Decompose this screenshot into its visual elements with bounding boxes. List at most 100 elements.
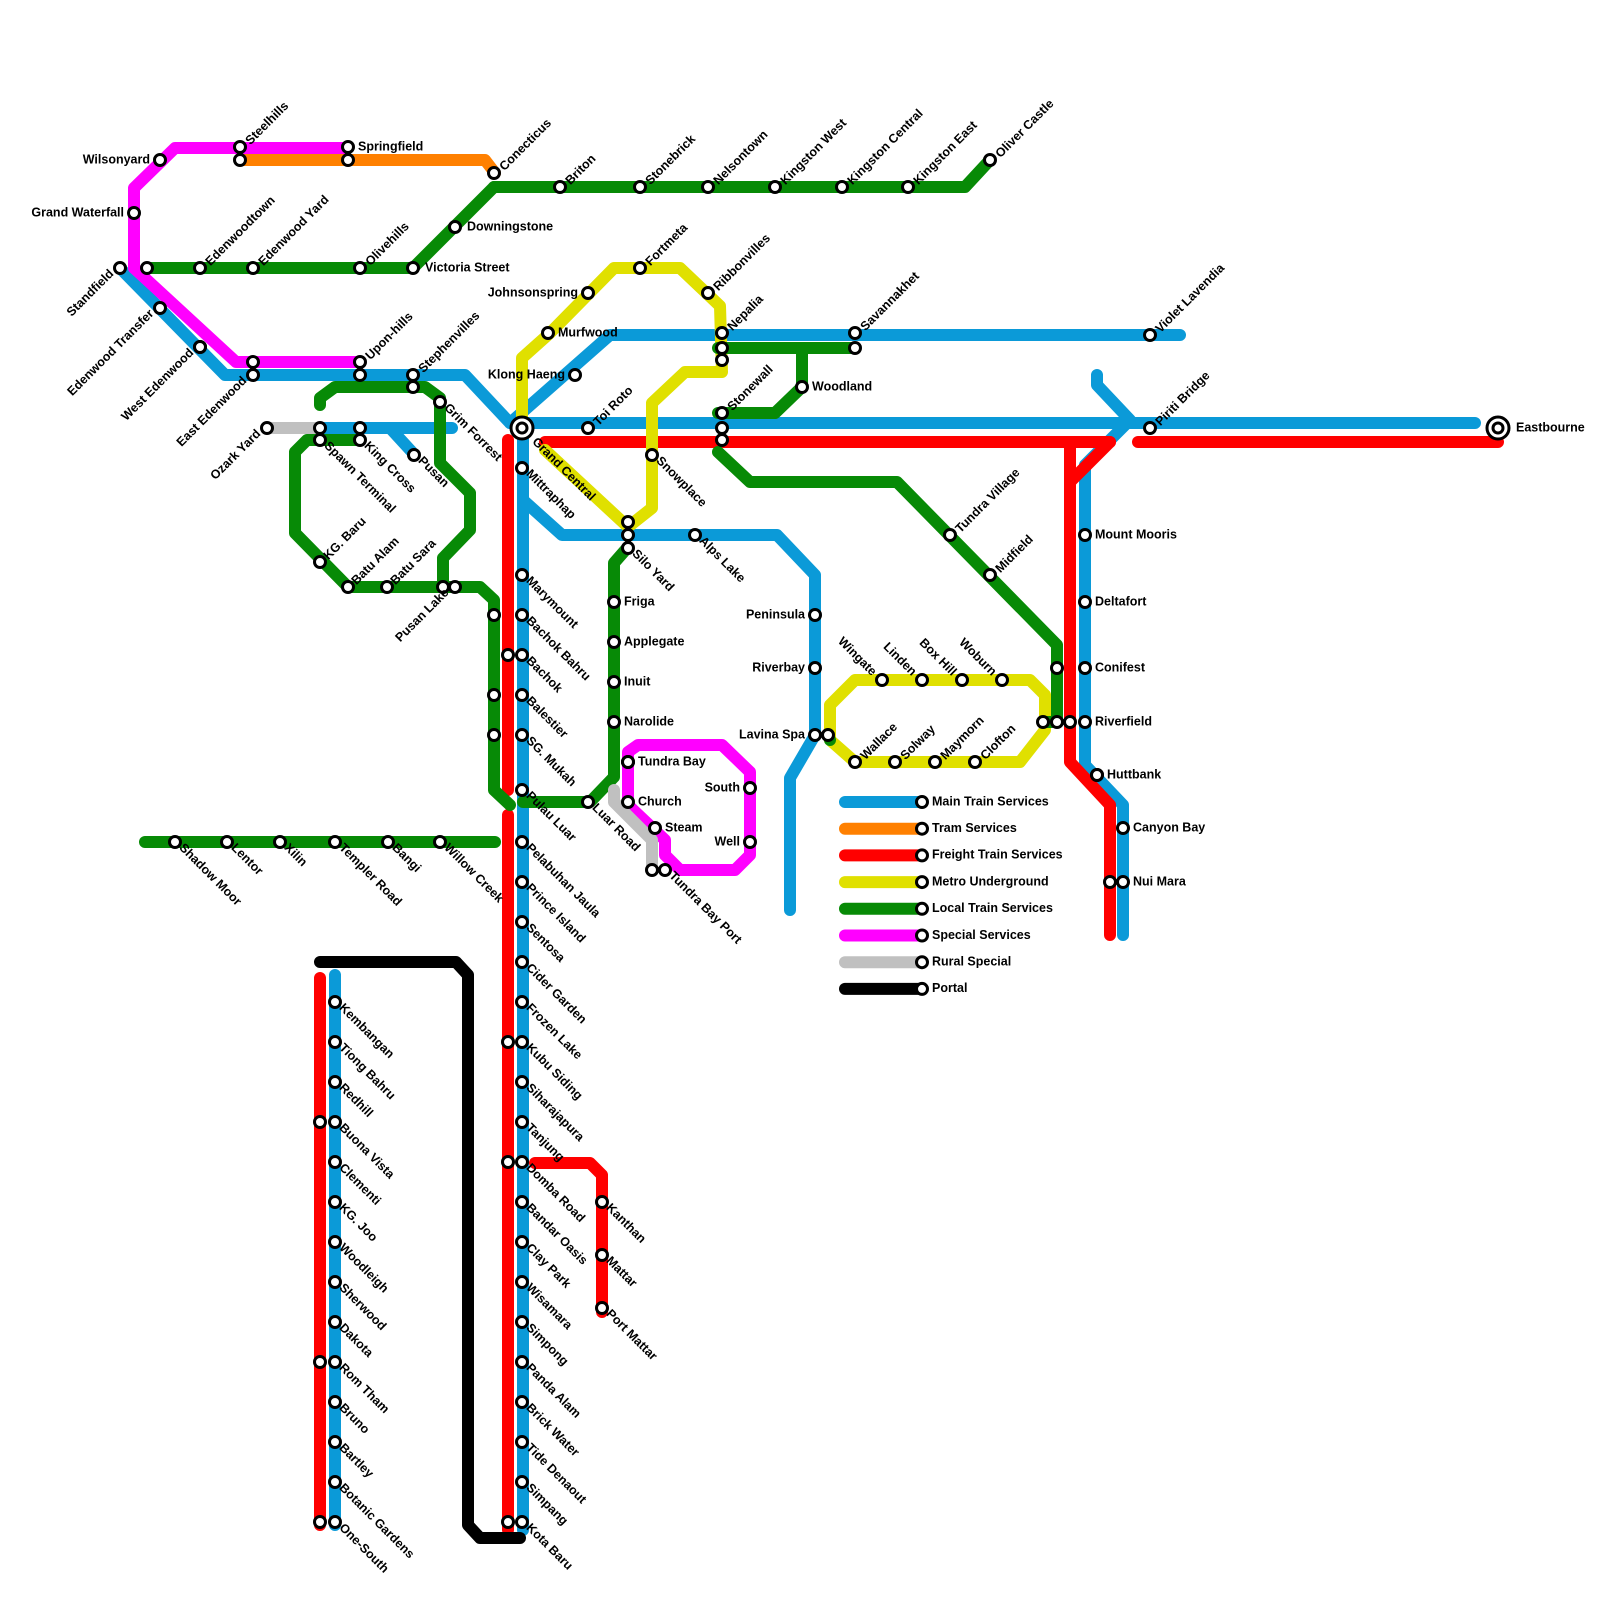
interchange-stop[interactable]: [233, 153, 247, 167]
station-marker[interactable]: [328, 1435, 342, 1449]
station-marker[interactable]: [515, 728, 529, 742]
station-marker[interactable]: [928, 755, 942, 769]
station-marker[interactable]: [260, 421, 274, 435]
interchange-stop[interactable]: [353, 421, 367, 435]
station-marker[interactable]: [341, 140, 355, 154]
station-marker[interactable]: [1116, 821, 1130, 835]
station-marker[interactable]: [328, 1235, 342, 1249]
station-marker[interactable]: [328, 1035, 342, 1049]
station-marker[interactable]: [968, 755, 982, 769]
station-marker[interactable]: [808, 608, 822, 622]
station-marker[interactable]: [607, 595, 621, 609]
interchange-stop[interactable]: [501, 1035, 515, 1049]
station-marker[interactable]: [448, 220, 462, 234]
interchange-stop[interactable]: [406, 380, 420, 394]
interchange-stop[interactable]: [621, 528, 635, 542]
interchange-stop[interactable]: [715, 433, 729, 447]
station-marker[interactable]: [768, 180, 782, 194]
station-marker[interactable]: [1078, 595, 1092, 609]
station-marker[interactable]: [633, 180, 647, 194]
interchange-stop[interactable]: [645, 863, 659, 877]
station-marker[interactable]: [581, 795, 595, 809]
station-marker[interactable]: [795, 380, 809, 394]
station-marker[interactable]: [515, 688, 529, 702]
station-marker[interactable]: [955, 673, 969, 687]
station-marker[interactable]: [515, 461, 529, 475]
station-marker[interactable]: [1090, 768, 1104, 782]
interchange-stop[interactable]: [313, 1515, 327, 1529]
station-marker[interactable]: [353, 355, 367, 369]
station-marker[interactable]: [515, 1515, 529, 1529]
station-marker[interactable]: [246, 261, 260, 275]
station-marker[interactable]: [313, 555, 327, 569]
station-marker[interactable]: [995, 673, 1009, 687]
station-marker[interactable]: [153, 301, 167, 315]
station-marker[interactable]: [168, 835, 182, 849]
station-marker[interactable]: [595, 1195, 609, 1209]
station-marker[interactable]: [515, 783, 529, 797]
station-marker[interactable]: [515, 915, 529, 929]
station-marker[interactable]: [607, 715, 621, 729]
interchange-stop[interactable]: [821, 728, 835, 742]
station-marker[interactable]: [633, 261, 647, 275]
interchange-stop[interactable]: [501, 1515, 515, 1529]
station-marker[interactable]: [113, 261, 127, 275]
station-marker[interactable]: [688, 528, 702, 542]
station-marker[interactable]: [835, 180, 849, 194]
interchange-stop[interactable]: [1103, 875, 1117, 889]
interchange-stop[interactable]: [140, 261, 154, 275]
station-marker[interactable]: [808, 728, 822, 742]
station-marker[interactable]: [328, 1355, 342, 1369]
station-marker[interactable]: [515, 1075, 529, 1089]
station-marker[interactable]: [328, 1115, 342, 1129]
interchange-stop[interactable]: [715, 353, 729, 367]
station-marker[interactable]: [313, 433, 327, 447]
station-marker[interactable]: [328, 1275, 342, 1289]
interchange-stop[interactable]: [715, 341, 729, 355]
station-marker[interactable]: [875, 673, 889, 687]
station-marker[interactable]: [595, 1301, 609, 1315]
station-marker[interactable]: [743, 835, 757, 849]
station-marker[interactable]: [515, 1395, 529, 1409]
station-marker[interactable]: [515, 955, 529, 969]
station-marker[interactable]: [1143, 328, 1157, 342]
station-marker[interactable]: [645, 448, 659, 462]
interchange-stop[interactable]: [848, 341, 862, 355]
station-marker[interactable]: [328, 1075, 342, 1089]
station-marker[interactable]: [127, 206, 141, 220]
station-marker[interactable]: [328, 835, 342, 849]
station-marker[interactable]: [193, 340, 207, 354]
station-marker[interactable]: [353, 433, 367, 447]
interchange-stop[interactable]: [715, 421, 729, 435]
station-marker[interactable]: [381, 835, 395, 849]
station-marker[interactable]: [193, 261, 207, 275]
station-marker[interactable]: [515, 1155, 529, 1169]
interchange-stop[interactable]: [487, 688, 501, 702]
station-marker[interactable]: [581, 421, 595, 435]
station-marker[interactable]: [328, 1195, 342, 1209]
interchange-stop[interactable]: [341, 153, 355, 167]
station-marker[interactable]: [515, 835, 529, 849]
station-marker[interactable]: [541, 326, 555, 340]
station-marker[interactable]: [607, 635, 621, 649]
interchange-stop[interactable]: [313, 1115, 327, 1129]
station-marker[interactable]: [515, 995, 529, 1009]
station-marker[interactable]: [515, 648, 529, 662]
station-marker[interactable]: [515, 875, 529, 889]
station-marker[interactable]: [515, 1355, 529, 1369]
station-marker[interactable]: [1143, 421, 1157, 435]
station-marker[interactable]: [808, 661, 822, 675]
station-marker[interactable]: [515, 1475, 529, 1489]
station-marker[interactable]: [621, 541, 635, 555]
station-marker[interactable]: [515, 1235, 529, 1249]
station-marker[interactable]: [607, 675, 621, 689]
station-marker[interactable]: [621, 795, 635, 809]
interchange-stop[interactable]: [353, 368, 367, 382]
station-marker[interactable]: [515, 1275, 529, 1289]
station-marker[interactable]: [273, 835, 287, 849]
station-marker[interactable]: [448, 580, 462, 594]
interchange-stop[interactable]: [1063, 715, 1077, 729]
interchange-stop[interactable]: [501, 648, 515, 662]
station-marker[interactable]: [553, 180, 567, 194]
station-marker[interactable]: [595, 1248, 609, 1262]
